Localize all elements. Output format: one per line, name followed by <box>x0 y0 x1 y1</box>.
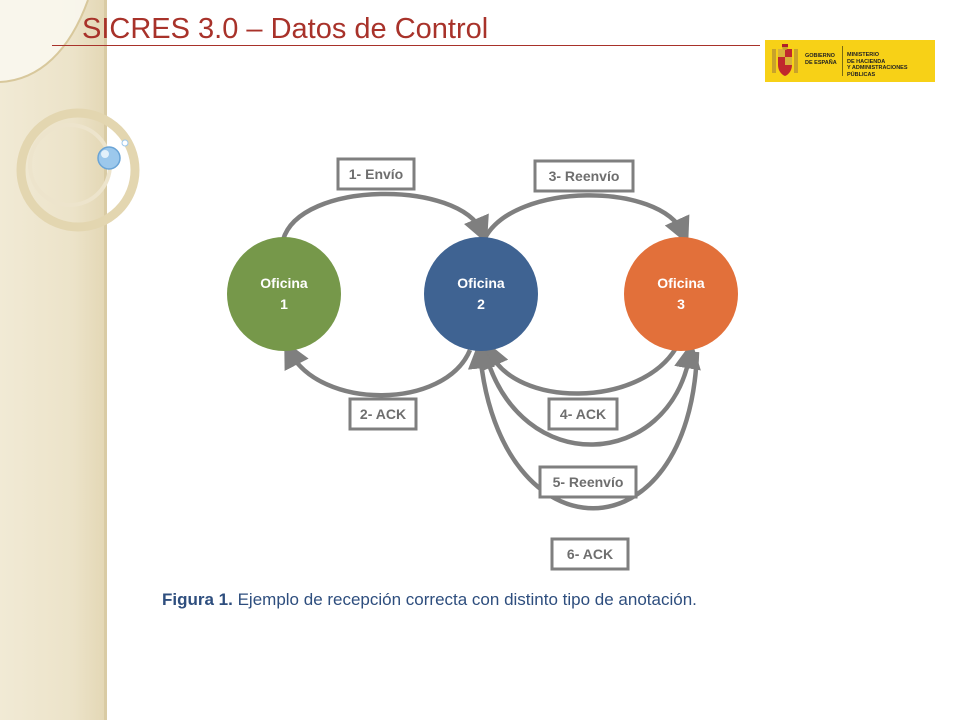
node-3-number: 3 <box>677 296 685 312</box>
edge-2-arrow <box>284 340 473 398</box>
edge-6-arrow <box>467 341 700 511</box>
edge-3-arrow <box>483 193 690 245</box>
title-underline <box>52 45 760 46</box>
node-oficina-1: Oficina 1 <box>227 237 341 351</box>
edge-1-arrow <box>280 191 489 244</box>
edge-label-1: 1- Envío <box>336 157 416 191</box>
node-1-number: 1 <box>280 296 288 312</box>
logo-ministry-text: MINISTERIO DE HACIENDA Y ADMINISTRACIONE… <box>847 52 908 78</box>
edge-label-2-text: 2- ACK <box>360 406 406 422</box>
figure-caption-label: Figura 1. <box>162 590 233 609</box>
slide-title: SICRES 3.0 – Datos de Control <box>82 13 489 45</box>
edge-label-4-text: 4- ACK <box>560 406 606 422</box>
edge-label-5-text: 5- Reenvío <box>553 474 624 490</box>
logo-government-text: GOBIERNO DE ESPAÑA <box>805 53 837 66</box>
node-3-name: Oficina <box>657 275 705 291</box>
decorative-circles <box>0 0 140 232</box>
logo-divider <box>842 46 843 76</box>
figure-caption-text: Ejemplo de recepción correcta con distin… <box>237 590 697 609</box>
edge-label-6-text: 6- ACK <box>567 546 613 562</box>
edge-label-3-text: 3- Reenvío <box>549 168 620 184</box>
diagram-arrows <box>280 191 701 511</box>
edge-label-5: 5- Reenvío <box>538 465 638 499</box>
edge-4-arrow <box>483 340 678 396</box>
government-logo: GOBIERNO DE ESPAÑA MINISTERIO DE HACIEND… <box>765 40 935 82</box>
edge-label-boxes: 1- Envío 3- Reenvío 2- ACK 4- ACK 5- Ree… <box>336 157 638 571</box>
edge-label-3: 3- Reenvío <box>533 159 635 193</box>
node-oficina-2: Oficina 2 <box>424 237 538 351</box>
figure-caption: Figura 1. Ejemplo de recepción correcta … <box>162 590 697 610</box>
node-2-number: 2 <box>477 296 485 312</box>
edge-5-arrow <box>482 341 701 447</box>
diagram-nodes: Oficina 1 Oficina 2 Oficina 3 <box>227 237 738 351</box>
edge-label-2: 2- ACK <box>348 397 418 431</box>
edge-label-6: 6- ACK <box>550 537 630 571</box>
coat-of-arms-icon <box>772 44 798 76</box>
node-2-name: Oficina <box>457 275 505 291</box>
node-1-name: Oficina <box>260 275 308 291</box>
edge-label-1-text: 1- Envío <box>349 166 403 182</box>
node-oficina-3: Oficina 3 <box>624 237 738 351</box>
edge-label-4: 4- ACK <box>547 397 619 431</box>
